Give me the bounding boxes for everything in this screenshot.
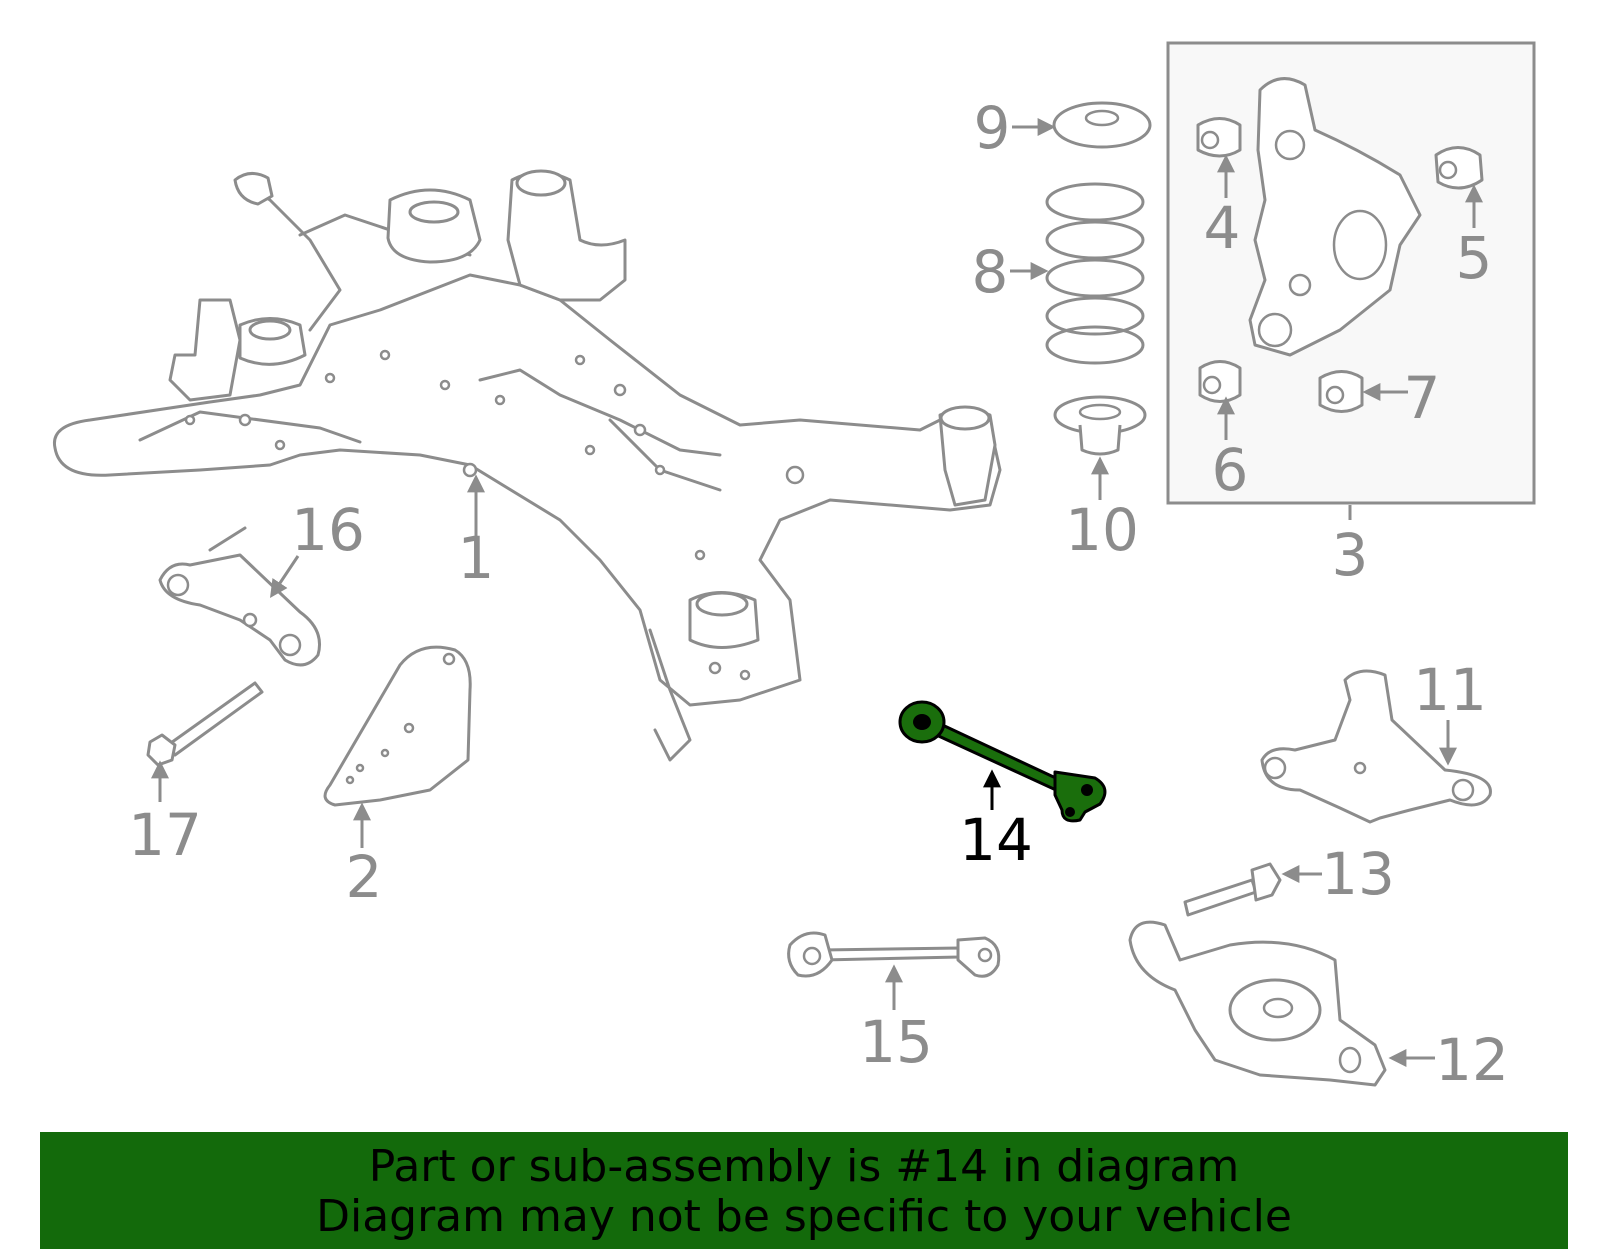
part-14-link-rod-highlighted — [898, 700, 1107, 823]
callout-labels: 1 2 3 4 5 6 7 8 9 10 11 12 13 14 15 16 1… — [128, 94, 1509, 1094]
callout-5: 5 — [1456, 224, 1493, 292]
callout-14: 14 — [959, 806, 1033, 874]
part-11-upper-arm — [1260, 669, 1492, 824]
banner-line-disclaimer: Diagram may not be specific to your vehi… — [316, 1191, 1292, 1242]
part-3-knuckle-group — [1166, 41, 1536, 505]
part-13-bolt — [1183, 862, 1282, 917]
info-banner: Part or sub-assembly is #14 in diagram D… — [40, 1132, 1568, 1249]
callout-11: 11 — [1413, 656, 1487, 724]
callout-1: 1 — [458, 524, 495, 592]
callout-15: 15 — [859, 1008, 933, 1076]
part-10-lower-seat — [1053, 395, 1147, 456]
callout-7: 7 — [1404, 364, 1441, 432]
part-17-bolt — [146, 681, 264, 767]
callout-8: 8 — [972, 238, 1009, 306]
banner-line-part: Part or sub-assembly is #14 in diagram — [368, 1141, 1240, 1192]
part-8-spring — [1045, 182, 1145, 365]
part-16-adjustable-link — [158, 526, 321, 667]
callout-3: 3 — [1332, 521, 1369, 589]
callout-4: 4 — [1204, 194, 1241, 262]
callout-17: 17 — [128, 801, 202, 869]
leader-arrows — [151, 118, 1483, 1067]
callout-12: 12 — [1435, 1026, 1509, 1094]
part-1-subframe — [52, 169, 1002, 762]
callout-9: 9 — [974, 94, 1011, 162]
part-9-upper-seat — [1052, 101, 1152, 149]
callout-6: 6 — [1212, 436, 1249, 504]
callout-10: 10 — [1065, 496, 1139, 564]
part-15-link — [787, 931, 1001, 978]
callout-16: 16 — [291, 496, 365, 564]
arrow-16 — [270, 555, 300, 598]
part-12-lower-arm — [1128, 920, 1387, 1087]
part-2-plate — [323, 645, 472, 807]
callout-2: 2 — [346, 843, 383, 911]
callout-13: 13 — [1321, 840, 1395, 908]
